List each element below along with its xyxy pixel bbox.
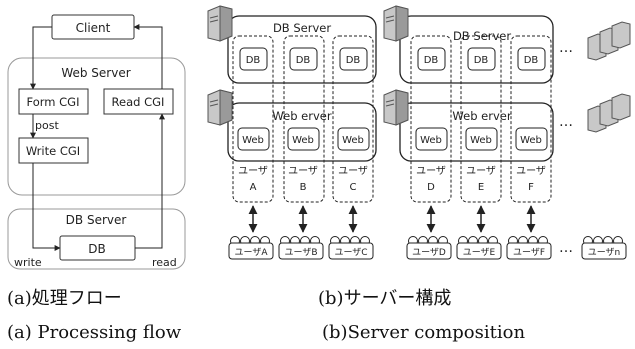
client-label-d: ユーザD [412,247,446,258]
server-icon [383,89,409,126]
people-icon-b [278,236,324,260]
ellipsis-web: … [559,114,573,130]
web-box-c [337,127,370,151]
read-cgi-box [103,88,174,115]
server-stack-icon [587,21,631,61]
people-icon-d [406,236,452,260]
form-cgi-label: Form CGI [27,95,80,109]
db-box-c-label: DB [346,55,361,66]
db-server-label: DB Server [66,213,127,227]
ellipsis-db: … [559,40,573,56]
caption-a-english: (a) Processing flow [7,322,182,343]
web-box-b-label: Web [292,135,314,146]
post-label: post [35,119,59,132]
user-label-f: ユーザ [516,165,546,177]
people-icon-f [506,236,552,260]
server-icon [207,5,233,42]
user-label-b: ユーザ [288,165,318,177]
server-composition-diagram: DB Server Web erver DB DB DB Web Web Web… [207,5,631,260]
db-box-f [517,47,546,71]
client-label-e: ユーザE [463,247,496,258]
db-box-a [239,47,268,71]
caption-b-english: (b)Server composition [322,322,526,343]
user-letter-f: F [528,182,534,193]
web-box-f [515,127,548,151]
db-box-d-label: DB [424,55,439,66]
web-box-a-label: Web [242,135,264,146]
write-cgi-box [18,137,89,164]
write-cgi-label: Write CGI [26,144,80,158]
ellipsis-users: … [559,240,573,256]
db-server-label: DB Server [273,21,331,35]
people-icon-e [456,236,502,260]
web-box-d [415,127,448,151]
web-box-e-label: Web [470,135,492,146]
web-box-e [465,127,498,151]
user-letter-d: D [427,182,435,193]
web-server-label: Web Server [61,66,130,80]
client-to-form-arrow [30,26,52,90]
web-box-d-label: Web [420,135,442,146]
web-server-label: Web erver [272,109,331,123]
people-icon-a [228,236,274,260]
db-box-a-label: DB [246,55,261,66]
caption-a-japanese: (a)処理フロー [7,288,122,309]
user-label-e: ユーザ [466,165,496,177]
user-letter-c: C [350,182,357,193]
db-box-f-label: DB [524,55,539,66]
user-letter-e: E [478,182,484,193]
db-box-b [289,47,318,71]
read-cgi-label: Read CGI [112,95,165,109]
write-label: write [14,256,42,269]
db-box-d [417,47,446,71]
caption-b-japanese: (b)サーバー構成 [318,288,452,309]
server-icon [383,5,409,42]
write-to-db-arrow [32,163,61,251]
web-box-a [237,127,270,151]
web-box-b [287,127,320,151]
db-label: DB [88,242,105,256]
user-label-a: ユーザ [238,165,268,177]
db-box-c [339,47,368,71]
form-cgi-box [18,88,89,115]
people-icon-n [581,236,627,260]
read-label: read [152,256,177,269]
user-letter-b: B [300,182,307,193]
server-group-right: DB Server Web erver DB DB DB Web Web Web… [383,5,631,260]
people-icon-c [328,236,374,260]
user-label-d: ユーザ [416,165,446,177]
client-label: Client [76,21,111,35]
server-stack-icon [587,93,631,133]
web-server-label: Web erver [452,109,511,123]
client-label-b: ユーザB [285,247,318,258]
client-label-f: ユーザF [513,247,545,258]
user-label-c: ユーザ [338,165,368,177]
db-to-read-arrow [135,113,165,249]
web-box-c-label: Web [342,135,364,146]
client-label-c: ユーザC [334,247,367,258]
user-letter-a: A [250,182,257,193]
server-group-left: DB Server Web erver DB DB DB Web Web Web… [207,5,377,260]
client-label-a: ユーザA [235,247,269,258]
db-box-e [467,47,496,71]
server-icon [207,89,233,126]
client-label-n: ユーザn [588,247,621,258]
db-box-e-label: DB [474,55,489,66]
db-box-b-label: DB [296,55,311,66]
read-to-client-arrow [133,24,163,89]
web-box-f-label: Web [520,135,542,146]
processing-flow-diagram: Client Web Server Form CGI Read CGI post… [7,14,186,270]
